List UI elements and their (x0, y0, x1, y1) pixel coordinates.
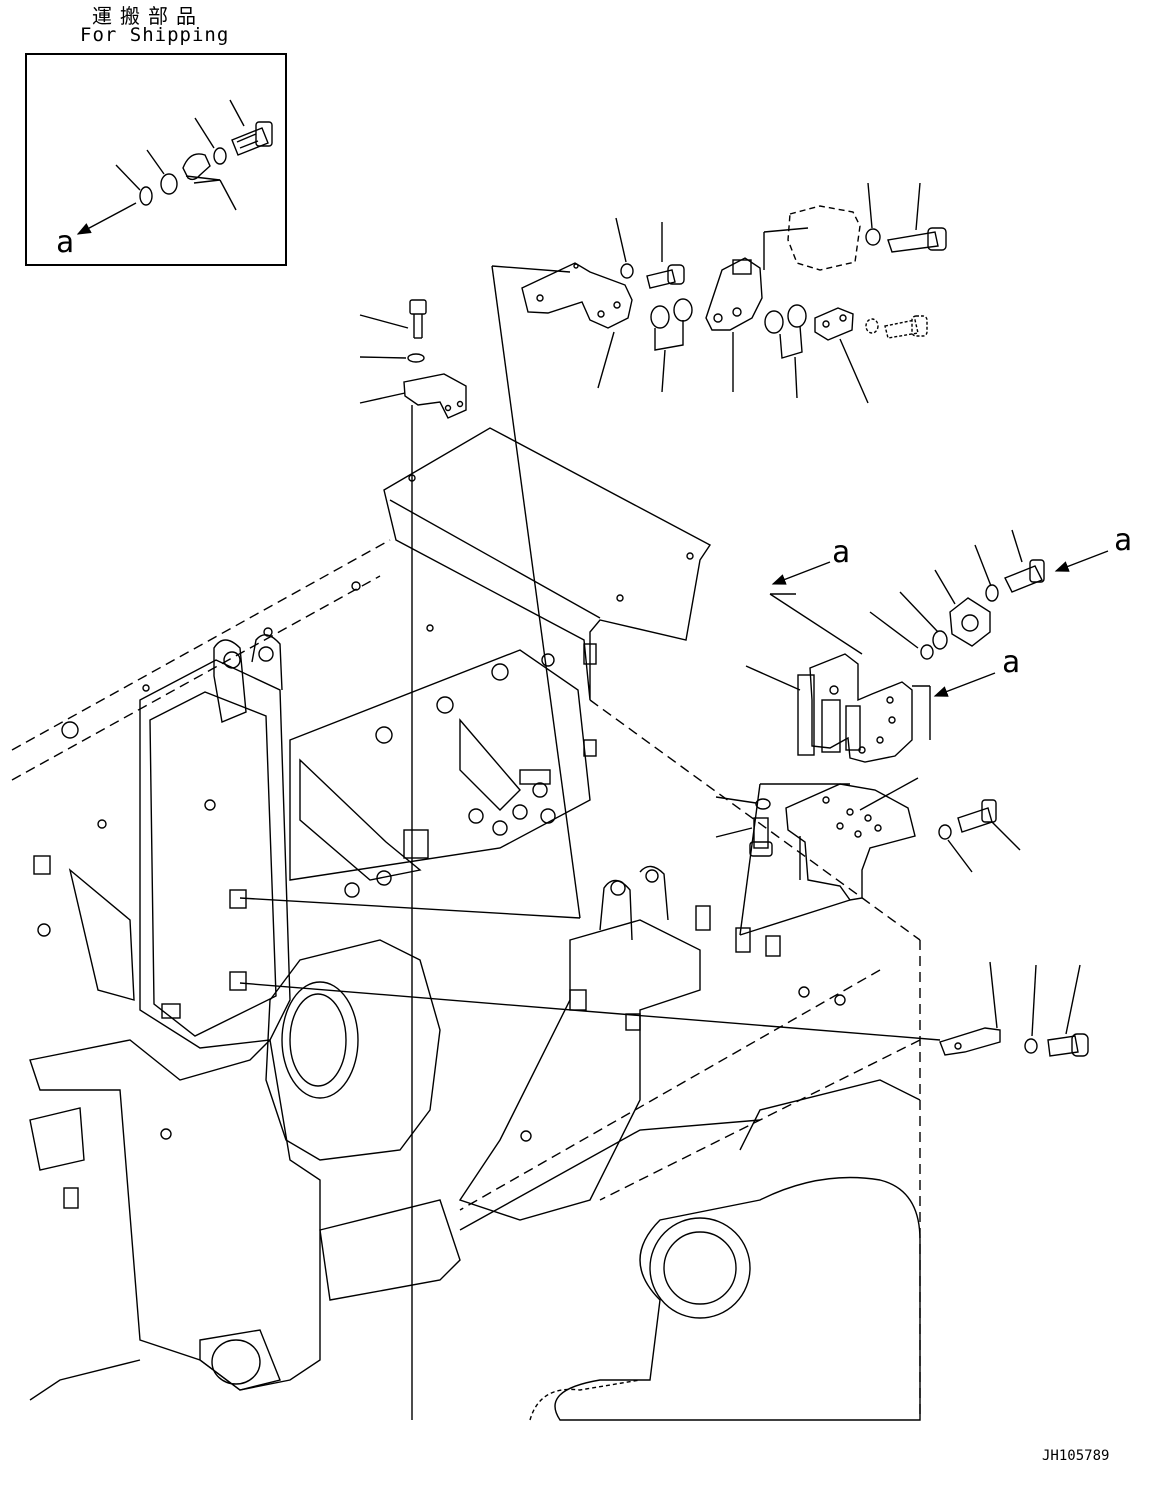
inset-nut (160, 173, 178, 195)
inset-view-label: a (56, 225, 74, 260)
inset-washer (213, 147, 227, 165)
drawing-id: JH105789 (1042, 1448, 1109, 1464)
shipping-inset (25, 53, 287, 266)
lower-right-bracket-parts (239, 961, 1089, 1057)
small-bracket-parts (359, 299, 467, 1420)
inset-clamp (182, 153, 211, 181)
view-label-middle: a (832, 535, 850, 570)
inset-ring (139, 186, 153, 206)
inset-bolt (231, 121, 273, 156)
view-label-right: a (1002, 645, 1020, 680)
view-label-top-right: a (1114, 523, 1132, 558)
shipping-title-japanese: 運搬部品 (92, 4, 204, 28)
right-support-assembly (715, 529, 1109, 936)
main-frame (11, 427, 921, 1421)
upper-bracket-parts (239, 182, 947, 919)
shipping-title-english: For Shipping (80, 24, 230, 46)
